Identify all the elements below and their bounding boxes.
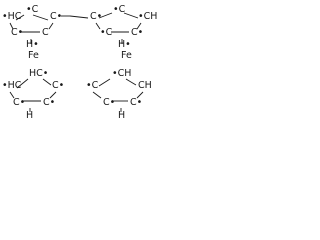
bond-ur-a — [98, 12, 113, 19]
bond-ur-d — [136, 22, 142, 30]
atom-fe-left: Fe — [28, 50, 39, 61]
atom-ch-lr-5: C• — [130, 97, 142, 108]
atom-ch-ur-5: C• — [131, 27, 143, 38]
bond-ll-d — [49, 91, 57, 99]
bond-ul-a — [15, 14, 25, 21]
atom-ch-ur-4: •C — [100, 27, 113, 38]
bond-lr-c — [92, 91, 102, 99]
bond-ul-d — [48, 22, 54, 30]
atom-ch-ll-5: C• — [43, 97, 55, 108]
atom-h-lr: H — [118, 110, 125, 121]
bond-ul-c — [9, 22, 14, 30]
bond-lr-d — [136, 91, 144, 99]
atom-ch-ul-1: •HC — [2, 11, 22, 22]
bond-ll-a — [16, 78, 29, 89]
atom-ch-ll-4: C• — [13, 97, 25, 108]
bond-ll-b — [42, 78, 52, 86]
atom-ch-ll-3: C• — [52, 80, 64, 91]
atom-ch-lr-3: CH — [138, 80, 152, 91]
bond-lines — [9, 12, 144, 112]
atom-fe-right: Fe — [121, 50, 132, 61]
atom-h-ll: H — [26, 110, 33, 121]
atom-ch-ll-2: HC• — [29, 68, 48, 79]
bond-ul-b — [32, 14, 49, 21]
bond-lr-a — [98, 78, 111, 87]
atom-ch-ll-1: •HC — [2, 80, 22, 91]
atom-h-ur: H• — [118, 39, 131, 50]
bond-ll-c — [9, 91, 15, 99]
atom-ch-lr-1: •C — [86, 80, 99, 91]
bond-bridge-2 — [69, 15, 89, 19]
atom-ch-lr-4: C• — [103, 97, 115, 108]
atom-ch-ul-4: C• — [11, 27, 23, 38]
atom-h-ul: H• — [26, 39, 39, 50]
bond-ur-b — [123, 12, 139, 19]
bond-lr-b — [125, 78, 137, 86]
bond-ur-c — [95, 22, 101, 30]
atom-ch-ur-3: •CH — [138, 11, 157, 22]
atom-ch-lr-2: •CH — [112, 68, 131, 79]
atom-ch-ul-2: •C — [26, 4, 39, 15]
atom-ch-ul-3: C• — [50, 11, 62, 22]
atom-c-ul-5: C — [42, 27, 49, 38]
atom-ch-ur-2: •C — [113, 4, 126, 15]
atom-c-ur-1: C• — [90, 11, 102, 22]
